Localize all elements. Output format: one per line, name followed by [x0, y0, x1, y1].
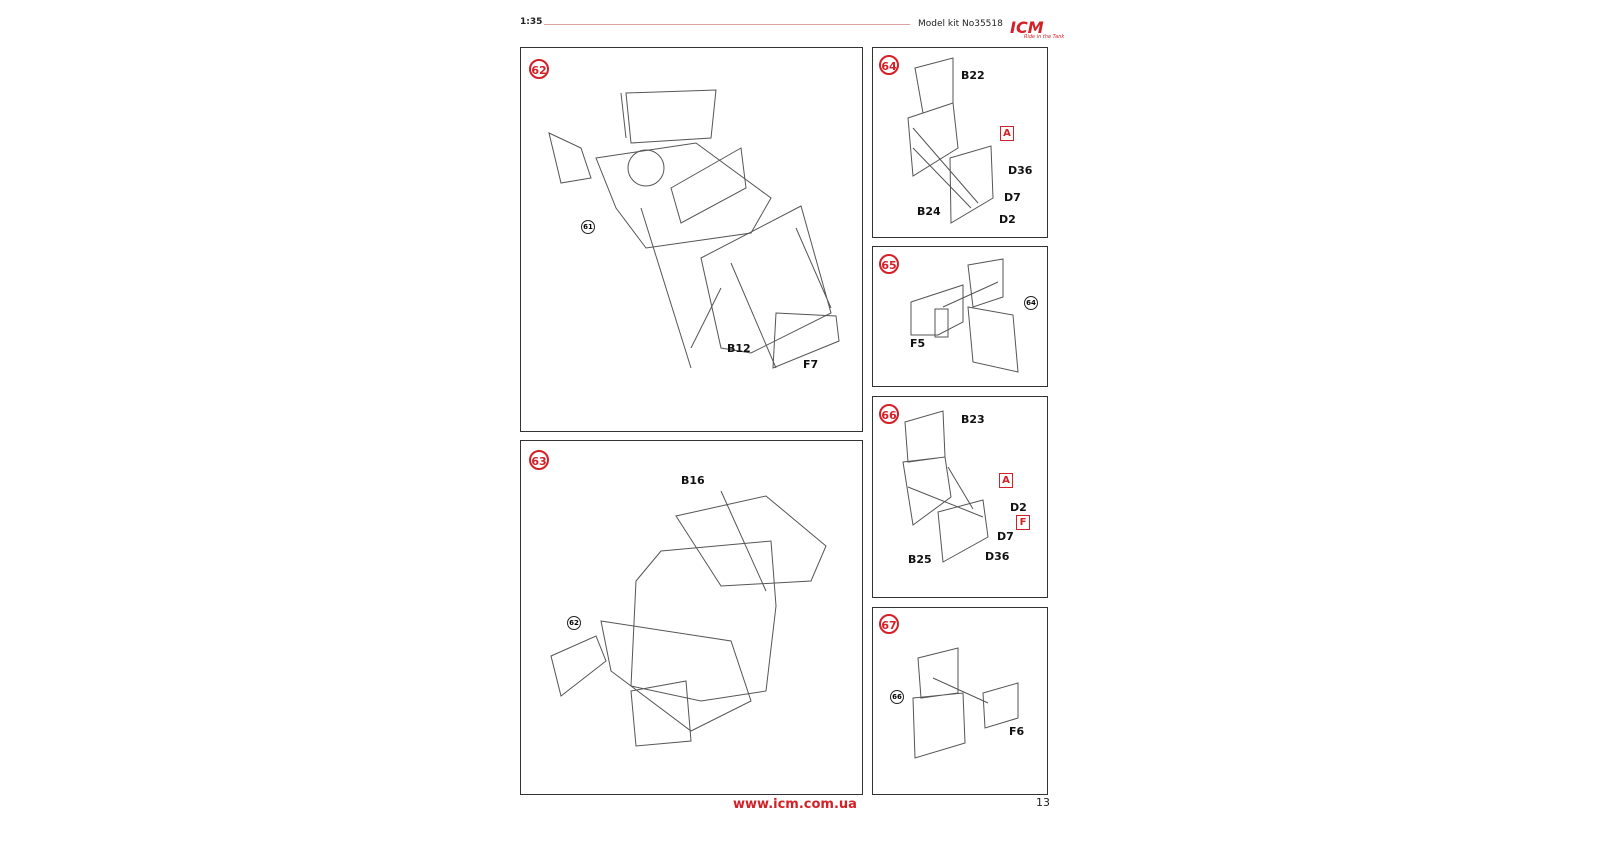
scale-label: 1:35	[520, 17, 543, 27]
callout-a: A	[999, 473, 1013, 488]
page-number: 13	[1036, 796, 1050, 809]
part-label: D7	[1004, 191, 1021, 204]
cab-roof-drawing	[550, 490, 827, 747]
step-number: 66	[879, 404, 899, 424]
step-number: 65	[879, 254, 899, 274]
step-number: 63	[529, 450, 549, 470]
part-label: B16	[681, 474, 705, 487]
header-rule	[544, 24, 910, 25]
logo-tagline: Ride in the Tank	[1024, 34, 1065, 40]
part-label: F6	[1009, 725, 1025, 738]
part-label: B24	[917, 205, 941, 218]
step-62-panel: 62 61 B12 F7	[520, 47, 863, 432]
step-64-panel: 64 B22 B24 D36 D7 D2 A	[872, 47, 1048, 238]
step-number: 67	[879, 614, 899, 634]
part-label: D36	[985, 550, 1010, 563]
part-label: D2	[1010, 501, 1027, 514]
reference-step: 61	[581, 220, 595, 234]
part-label: D2	[999, 213, 1016, 226]
part-label: B12	[727, 342, 751, 355]
callout-a: A	[1000, 126, 1014, 141]
reference-step: 66	[890, 690, 904, 704]
step-63-panel: 63 62 B16	[520, 440, 863, 795]
step-67-panel: 67 66 F6	[872, 607, 1048, 795]
part-label: F5	[910, 337, 926, 350]
part-label: D7	[997, 530, 1014, 543]
step-number: 62	[529, 59, 549, 79]
part-label: B25	[908, 553, 932, 566]
door-window-drawing	[910, 258, 1019, 373]
step-66-panel: 66 B23 B25 D2 D7 D36 A F	[872, 396, 1048, 598]
part-label: B23	[961, 413, 985, 426]
part-label: D36	[1008, 164, 1033, 177]
door-window-drawing	[912, 647, 1019, 759]
logo-text: ICM	[1010, 18, 1044, 37]
reference-step: 64	[1024, 296, 1038, 310]
callout-f: F	[1016, 515, 1030, 530]
part-label: F7	[803, 358, 819, 371]
model-kit-label: Model kit No35518	[918, 19, 1003, 29]
reference-step: 62	[567, 616, 581, 630]
website-link[interactable]: www.icm.com.ua	[733, 797, 857, 812]
door-drawing	[907, 57, 994, 224]
part-label: B22	[961, 69, 985, 82]
door-drawing	[902, 410, 989, 563]
step-number: 64	[879, 55, 899, 75]
step-65-panel: 65 64 F5	[872, 246, 1048, 387]
cab-interior-drawing	[548, 89, 840, 369]
